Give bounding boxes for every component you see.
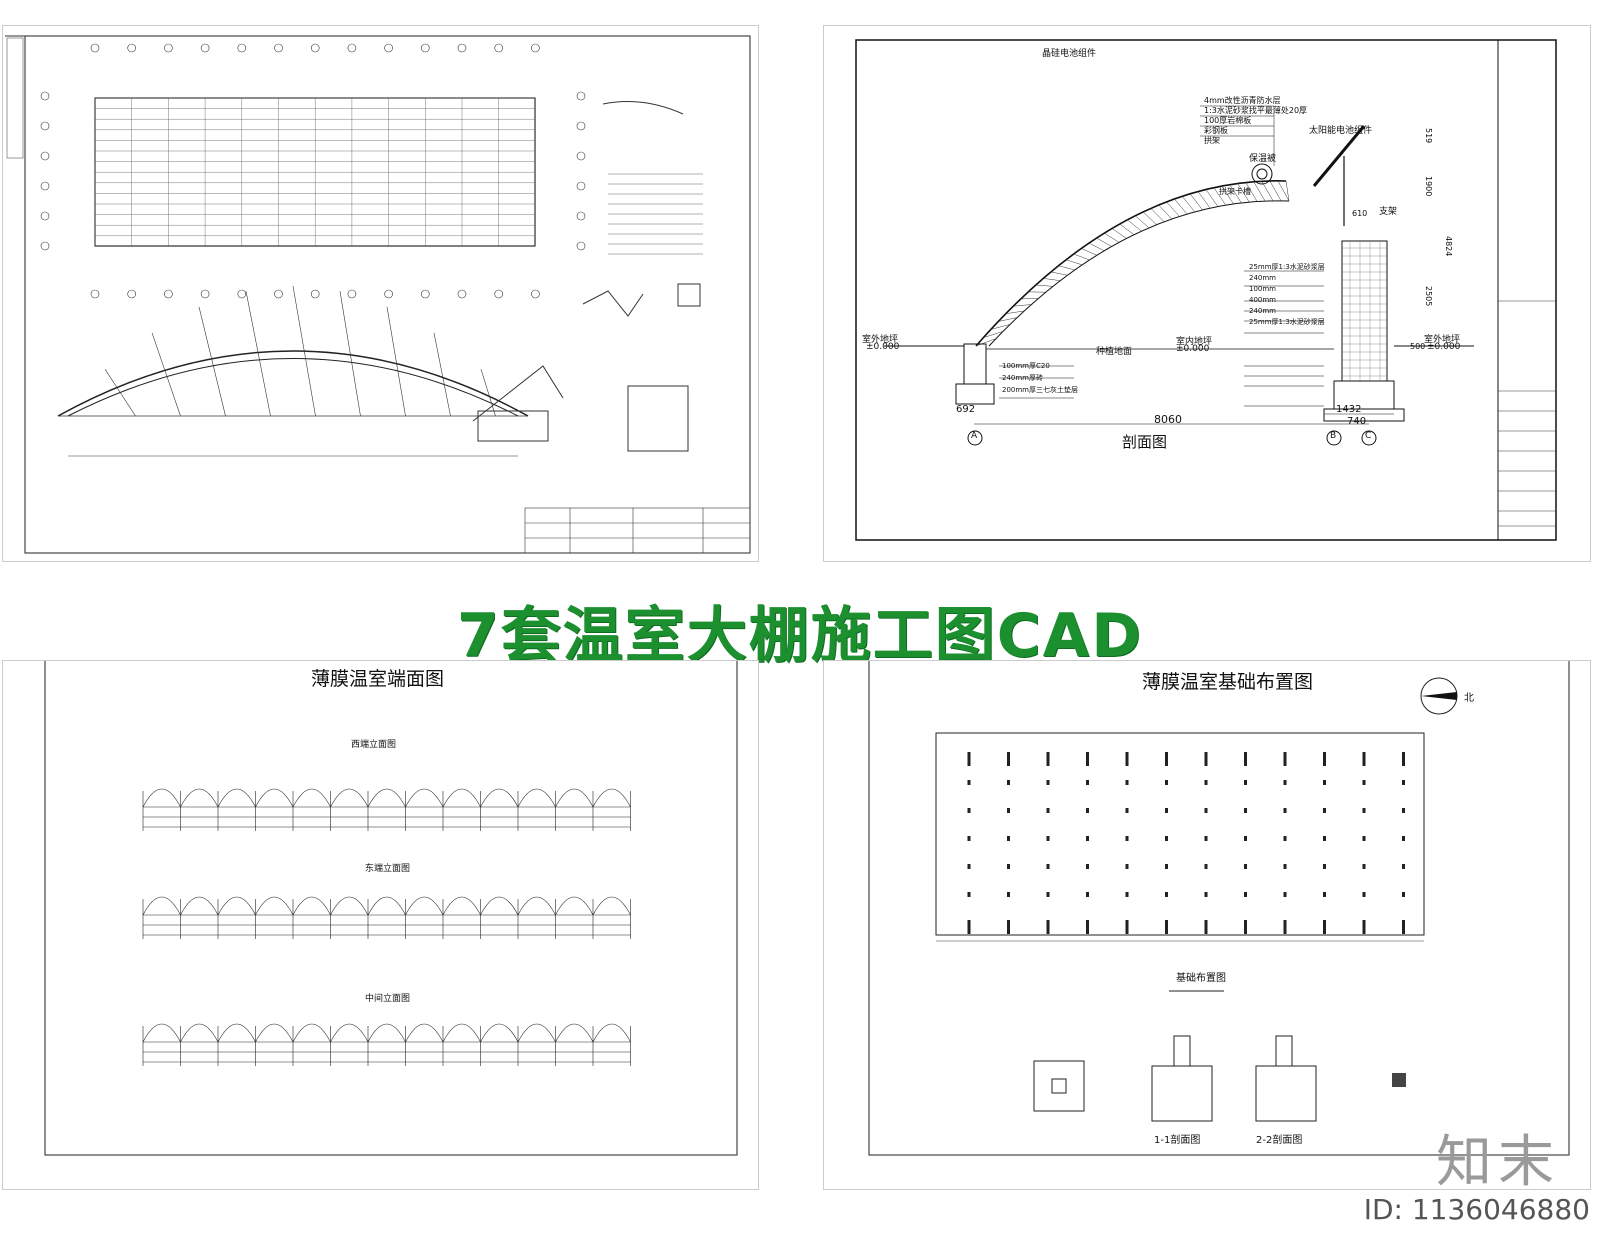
brand-logo: 知末	[1436, 1130, 1560, 1195]
support-label: 支架	[1379, 207, 1398, 217]
wall-layer-4: 400mm	[1249, 296, 1276, 304]
axis-a: A	[971, 431, 978, 441]
dim-2505: 2505	[1424, 286, 1433, 307]
solar-label: 太阳能电池组件	[1309, 126, 1373, 136]
drawing-sheet-end-elevation: 薄膜温室端面图 西端立面图 东端立面图 中间立面图	[2, 660, 759, 1190]
axis-c: C	[1365, 431, 1372, 441]
structure-plan-drawing	[5, 35, 751, 554]
drawing-sheet-section: 晶硅电池组件 4mm改性沥青防水层 1:3水泥砂浆找平最薄处20厚 100厚岩棉…	[823, 25, 1591, 562]
zero-left: ±0.000	[866, 342, 900, 352]
dim-right-base: 1432	[1336, 404, 1362, 415]
wall-layer-6: 25mm厚1:3水泥砂浆层	[1249, 318, 1325, 326]
layer-2: 1:3水泥砂浆找平最薄处20厚	[1204, 106, 1308, 115]
wall-layer-2: 240mm	[1249, 274, 1276, 282]
dim-span: 8060	[1154, 413, 1182, 426]
wall-layer-1: 25mm厚1:3水泥砂浆层	[1249, 263, 1325, 271]
layer-1: 4mm改性沥青防水层	[1204, 96, 1281, 105]
id-label: ID: 1136046880	[1363, 1193, 1590, 1226]
foundation-plan-label: 基础布置图	[1176, 973, 1226, 984]
dim-4824: 4824	[1444, 236, 1453, 257]
headline: 7套温室大棚施工图CAD	[456, 601, 1144, 671]
outdoor-label-left: 室外地坪	[862, 335, 899, 345]
foundation-layer-1: 100mm厚C20	[1002, 362, 1050, 370]
foundation-plan-drawing	[868, 661, 1570, 1156]
zero-mid: ±0.000	[1176, 344, 1210, 354]
section-2-label: 2-2剖面图	[1256, 1135, 1303, 1146]
end-elevation-title: 薄膜温室端面图	[311, 668, 445, 690]
film-groove-label: 拱架卡槽	[1219, 187, 1251, 196]
drawing-sheet-foundation: 薄膜温室基础布置图 北 基础布置图 1-1剖面图 2-2剖面图	[823, 660, 1591, 1190]
greenhouse-section-drawing	[855, 39, 1557, 541]
dim-500: 500	[1410, 342, 1426, 351]
layer-4: 彩钢板	[1204, 126, 1228, 135]
middle-elevation-label: 中间立面图	[365, 994, 411, 1004]
dim-610: 610	[1352, 209, 1368, 218]
wall-layer-5: 240mm	[1249, 307, 1276, 315]
layer-3: 100厚岩棉板	[1204, 116, 1252, 125]
top-label: 晶硅电池组件	[1042, 49, 1097, 59]
section-title: 剖面图	[1122, 433, 1168, 451]
outdoor-label-right: 室外地坪	[1424, 335, 1461, 345]
east-elevation-label: 东端立面图	[365, 864, 411, 874]
foundation-layer-2: 240mm厚砖	[1002, 374, 1043, 382]
axis-b: B	[1330, 431, 1337, 441]
drawing-sheet-structure-plan	[2, 25, 759, 562]
west-elevation-label: 西端立面图	[351, 740, 397, 750]
dim-left-base: 692	[956, 404, 976, 415]
wall-layer-list: 25mm厚1:3水泥砂浆层 240mm 100mm 400mm 240mm 25…	[1249, 262, 1325, 328]
layer-list: 4mm改性沥青防水层 1:3水泥砂浆找平最薄处20厚 100厚岩棉板 彩钢板 拱…	[1204, 96, 1307, 146]
layer-5: 拱架	[1204, 136, 1220, 145]
section-1-label: 1-1剖面图	[1154, 1135, 1201, 1146]
wall-layer-3: 100mm	[1249, 285, 1276, 293]
dim-right-wall: 740	[1347, 416, 1367, 427]
dim-1900: 1900	[1424, 176, 1433, 197]
foundation-layer-3: 200mm厚三七灰土垫层	[1002, 386, 1078, 394]
insulation-label: 保温被	[1249, 154, 1277, 164]
end-elevation-drawing	[44, 661, 738, 1156]
foundation-title: 薄膜温室基础布置图	[1142, 671, 1314, 693]
foundation-layer-list: 100mm厚C20 240mm厚砖 200mm厚三七灰土垫层	[1002, 360, 1078, 396]
indoor-label: 室内地坪	[1176, 337, 1213, 347]
dim-519: 519	[1424, 128, 1433, 144]
north-label: 北	[1464, 693, 1474, 704]
zero-right: ±0.000	[1427, 342, 1461, 352]
planting-label: 种植地面	[1096, 347, 1133, 357]
